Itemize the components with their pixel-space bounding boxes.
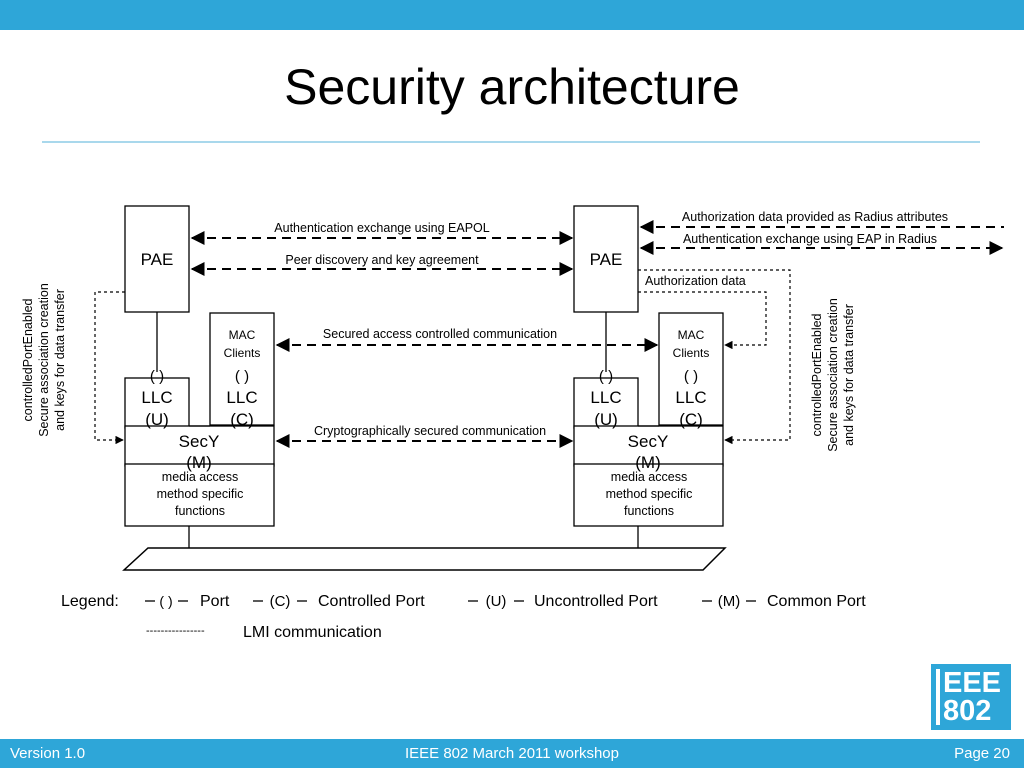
right-secy-tag: (M) (635, 453, 660, 472)
right-port-c: ( ) (684, 368, 698, 385)
eap-radius-label: Authentication exchange using EAP in Rad… (683, 232, 937, 246)
right-mac-clients-box (658, 312, 724, 426)
right-side-label: controlledPortEnabled Secure association… (810, 298, 856, 452)
left-llc-c-tag: (C) (230, 410, 254, 429)
left-station (124, 205, 275, 548)
left-mac-clients-box (209, 312, 275, 426)
footer-page: Page 20 (954, 745, 1010, 762)
svg-text:Secure association creation: Secure association creation (37, 283, 51, 437)
legend-common-symbol: (M) (718, 593, 741, 610)
legend-lmi: LMI communication (243, 624, 382, 641)
left-llc-u-tag: (U) (145, 410, 169, 429)
crypto-label: Cryptographically secured communication (314, 424, 546, 438)
legend-port-symbol: ( ) (159, 593, 172, 609)
left-media-3: functions (175, 504, 225, 518)
footer-bar: Version 1.0 IEEE 802 March 2011 workshop… (0, 739, 1024, 768)
right-media-3: functions (624, 504, 674, 518)
right-lmi-secy-line (638, 269, 791, 445)
left-mac-label-2: Clients (224, 346, 261, 360)
auth-data-label: Authorization data (645, 274, 746, 288)
footer-event: IEEE 802 March 2011 workshop (404, 745, 619, 762)
legend: Legend: ( ) Port (C) Controlled Port (U)… (61, 593, 866, 641)
right-media-box (573, 463, 724, 527)
left-mac-label-1: MAC (229, 328, 256, 342)
right-mac-label-1: MAC (678, 328, 705, 342)
left-llc-c: LLC (226, 388, 257, 407)
right-media-2: method specific (606, 487, 693, 501)
ieee-802-logo: EEE 802 (931, 664, 1011, 730)
left-port-u: ( ) (150, 368, 164, 385)
right-llc-u-tag: (U) (594, 410, 618, 429)
left-secy-box (124, 425, 275, 467)
right-secy: SecY (628, 432, 669, 451)
left-media-box (124, 463, 275, 527)
left-secy: SecY (179, 432, 220, 451)
title-rule (42, 141, 980, 143)
right-media-1: media access (611, 470, 687, 484)
top-bar (0, 0, 1024, 30)
left-pae-label: PAE (141, 250, 174, 269)
legend-common: Common Port (767, 593, 866, 610)
left-secy-tag: (M) (186, 453, 211, 472)
legend-uncontrolled: Uncontrolled Port (534, 593, 658, 610)
svg-text:controlledPortEnabled: controlledPortEnabled (21, 298, 35, 421)
left-llc-u: LLC (141, 388, 172, 407)
legend-uncontrolled-symbol: (U) (486, 593, 507, 610)
lan-medium (122, 547, 727, 571)
right-port-u: ( ) (599, 368, 613, 385)
right-llc-c-tag: (C) (679, 410, 703, 429)
svg-text:Secure association creation: Secure association creation (826, 298, 840, 452)
logo-line-1: EEE (943, 667, 1002, 699)
legend-controlled-symbol: (C) (270, 593, 291, 610)
eapol-label: Authentication exchange using EAPOL (274, 221, 489, 235)
right-llc-c: LLC (675, 388, 706, 407)
right-llc-u: LLC (590, 388, 621, 407)
left-media-1: media access (162, 470, 238, 484)
logo-line-2: 802 (943, 695, 992, 727)
left-llc-u-box (124, 377, 190, 429)
svg-text:and keys for data transfer: and keys for data transfer (842, 304, 856, 446)
svg-text:controlledPortEnabled: controlledPortEnabled (810, 313, 824, 436)
left-side-label: controlledPortEnabled Secure association… (21, 283, 67, 437)
legend-port: Port (200, 593, 230, 610)
secured-label: Secured access controlled communication (323, 327, 557, 341)
right-pae-box (573, 205, 639, 313)
left-pae-box (124, 205, 190, 313)
peer-label: Peer discovery and key agreement (285, 253, 479, 267)
left-lmi-line (94, 291, 125, 445)
left-port-c: ( ) (235, 368, 249, 385)
radius-attr-label: Authorization data provided as Radius at… (682, 210, 948, 224)
legend-controlled: Controlled Port (318, 593, 425, 610)
left-media-2: method specific (157, 487, 244, 501)
svg-text:and keys for data transfer: and keys for data transfer (53, 289, 67, 431)
slide-title: Security architecture (284, 59, 740, 115)
right-llc-u-box (573, 377, 639, 429)
footer-version: Version 1.0 (10, 745, 86, 762)
legend-label: Legend: (61, 593, 119, 610)
right-pae-label: PAE (590, 250, 623, 269)
right-mac-label-2: Clients (673, 346, 710, 360)
right-station (573, 205, 724, 548)
legend-lmi-symbol: ---------------- (146, 625, 205, 637)
